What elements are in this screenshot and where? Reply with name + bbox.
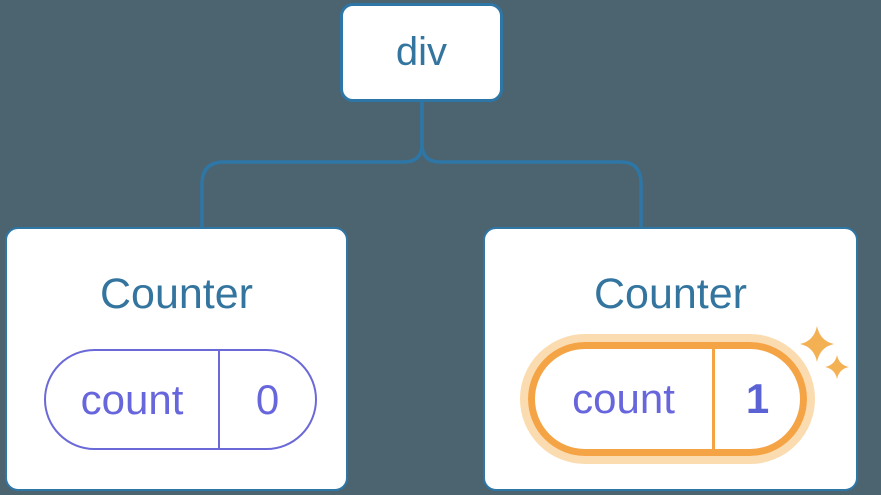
- counter-card-left: Counter count 0: [5, 227, 348, 491]
- component-title: Counter: [594, 270, 747, 318]
- state-key-label: count: [535, 349, 715, 449]
- state-key-label: count: [46, 351, 220, 448]
- connector-to-right-child: [420, 101, 643, 228]
- sparkle-small: [825, 355, 849, 379]
- state-value: 1: [745, 375, 770, 422]
- state-value: 0: [255, 375, 280, 423]
- highlight-glow: count 1: [520, 334, 815, 464]
- root-node-label: div: [395, 30, 448, 74]
- sparkle-large: [800, 326, 834, 362]
- connector-to-left-child: [200, 101, 424, 228]
- root-node: div: [340, 3, 503, 102]
- state-pill: count 0: [44, 349, 317, 450]
- state-pill-highlighted: count 1: [528, 342, 807, 456]
- component-title: Counter: [100, 270, 253, 318]
- counter-card-right: Counter count 1: [483, 227, 858, 491]
- sparkles-icon: [800, 326, 849, 379]
